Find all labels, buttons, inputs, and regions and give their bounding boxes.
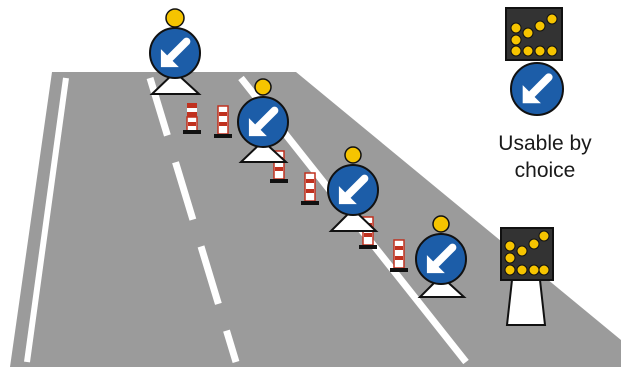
lamp-icon (539, 231, 549, 241)
lamp-icon (539, 265, 549, 275)
lamp-icon (535, 46, 545, 56)
lamp-icon (511, 35, 521, 45)
lamp-icon (529, 239, 539, 249)
warning-lamp-icon (345, 147, 361, 163)
lamp-icon (505, 241, 515, 251)
lamp-icon (547, 46, 557, 56)
lamp-icon (523, 28, 533, 38)
usable-by-choice-caption: Usable by choice (474, 130, 616, 184)
lamp-icon (535, 21, 545, 31)
lamp-icon (523, 46, 533, 56)
lamp-icon (511, 46, 521, 56)
caption-line-2: choice (474, 157, 616, 184)
lamp-icon (529, 265, 539, 275)
warning-lamp-icon (433, 216, 449, 232)
lamp-icon (505, 265, 515, 275)
warning-lamp-icon (255, 79, 271, 95)
flashing-light-panel-optional (506, 8, 563, 115)
caption-line-1: Usable by (474, 130, 616, 157)
lamp-icon (547, 14, 557, 24)
warning-lamp-icon (166, 9, 184, 27)
lamp-icon (505, 253, 515, 263)
lamp-icon (511, 23, 521, 33)
lamp-icon (517, 246, 527, 256)
lamp-icon (517, 265, 527, 275)
